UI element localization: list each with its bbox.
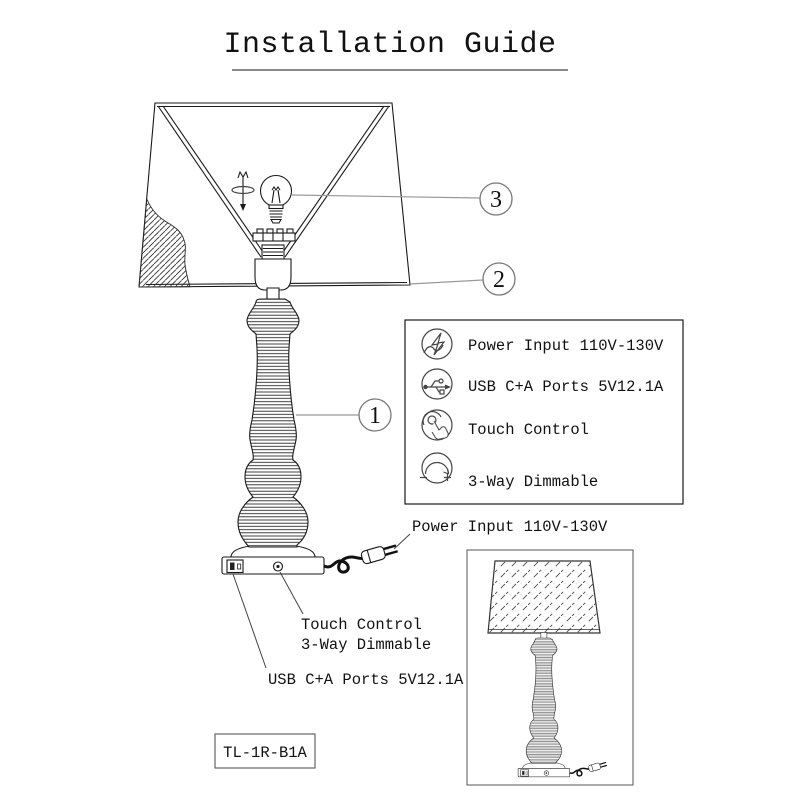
callout-1: 1	[296, 398, 392, 432]
touch-icon	[421, 409, 453, 441]
model-number: TL-1R-B1A	[223, 744, 307, 762]
shade-fabric-texture	[138, 198, 191, 288]
annotation-touch-control: Touch Control 3-Way Dimmable	[279, 571, 431, 654]
annotation-touch-line2: 3-Way Dimmable	[301, 636, 431, 654]
rotate-arrow-icon	[231, 170, 255, 211]
annotation-touch-line1: Touch Control	[301, 616, 422, 634]
feature-label-dimmer: 3-Way Dimmable	[468, 473, 598, 491]
power-icon	[421, 328, 453, 360]
callout-2: 2	[409, 262, 516, 296]
callout-3-number: 3	[490, 187, 502, 213]
feature-label-power: Power Input 110V-130V	[468, 337, 664, 355]
dimmer-icon	[420, 452, 453, 484]
assembled-lamp-thumbnail	[466, 549, 634, 786]
feature-label-usb: USB C+A Ports 5V12.1A	[468, 378, 664, 396]
page-title: Installation Guide	[223, 28, 556, 62]
annotation-usb-ports: USB C+A Ports 5V12.1A	[232, 573, 464, 689]
callout-2-number: 2	[493, 267, 505, 293]
feature-panel: Power Input 110V-130V USB C+A Ports 5V12…	[404, 319, 684, 505]
annotation-power-input: Power Input 110V-130V	[393, 518, 608, 550]
socket-assembly	[252, 228, 296, 291]
annotation-usb-ports-text: USB C+A Ports 5V12.1A	[268, 671, 464, 689]
callout-1-number: 1	[369, 403, 381, 429]
bulb-icon	[259, 174, 293, 224]
model-number-box: TL-1R-B1A	[214, 733, 316, 769]
usb-icon	[421, 368, 453, 400]
callout-3: 3	[291, 182, 513, 216]
annotation-power-input-text: Power Input 110V-130V	[412, 518, 608, 536]
feature-label-touch: Touch Control	[468, 421, 589, 439]
